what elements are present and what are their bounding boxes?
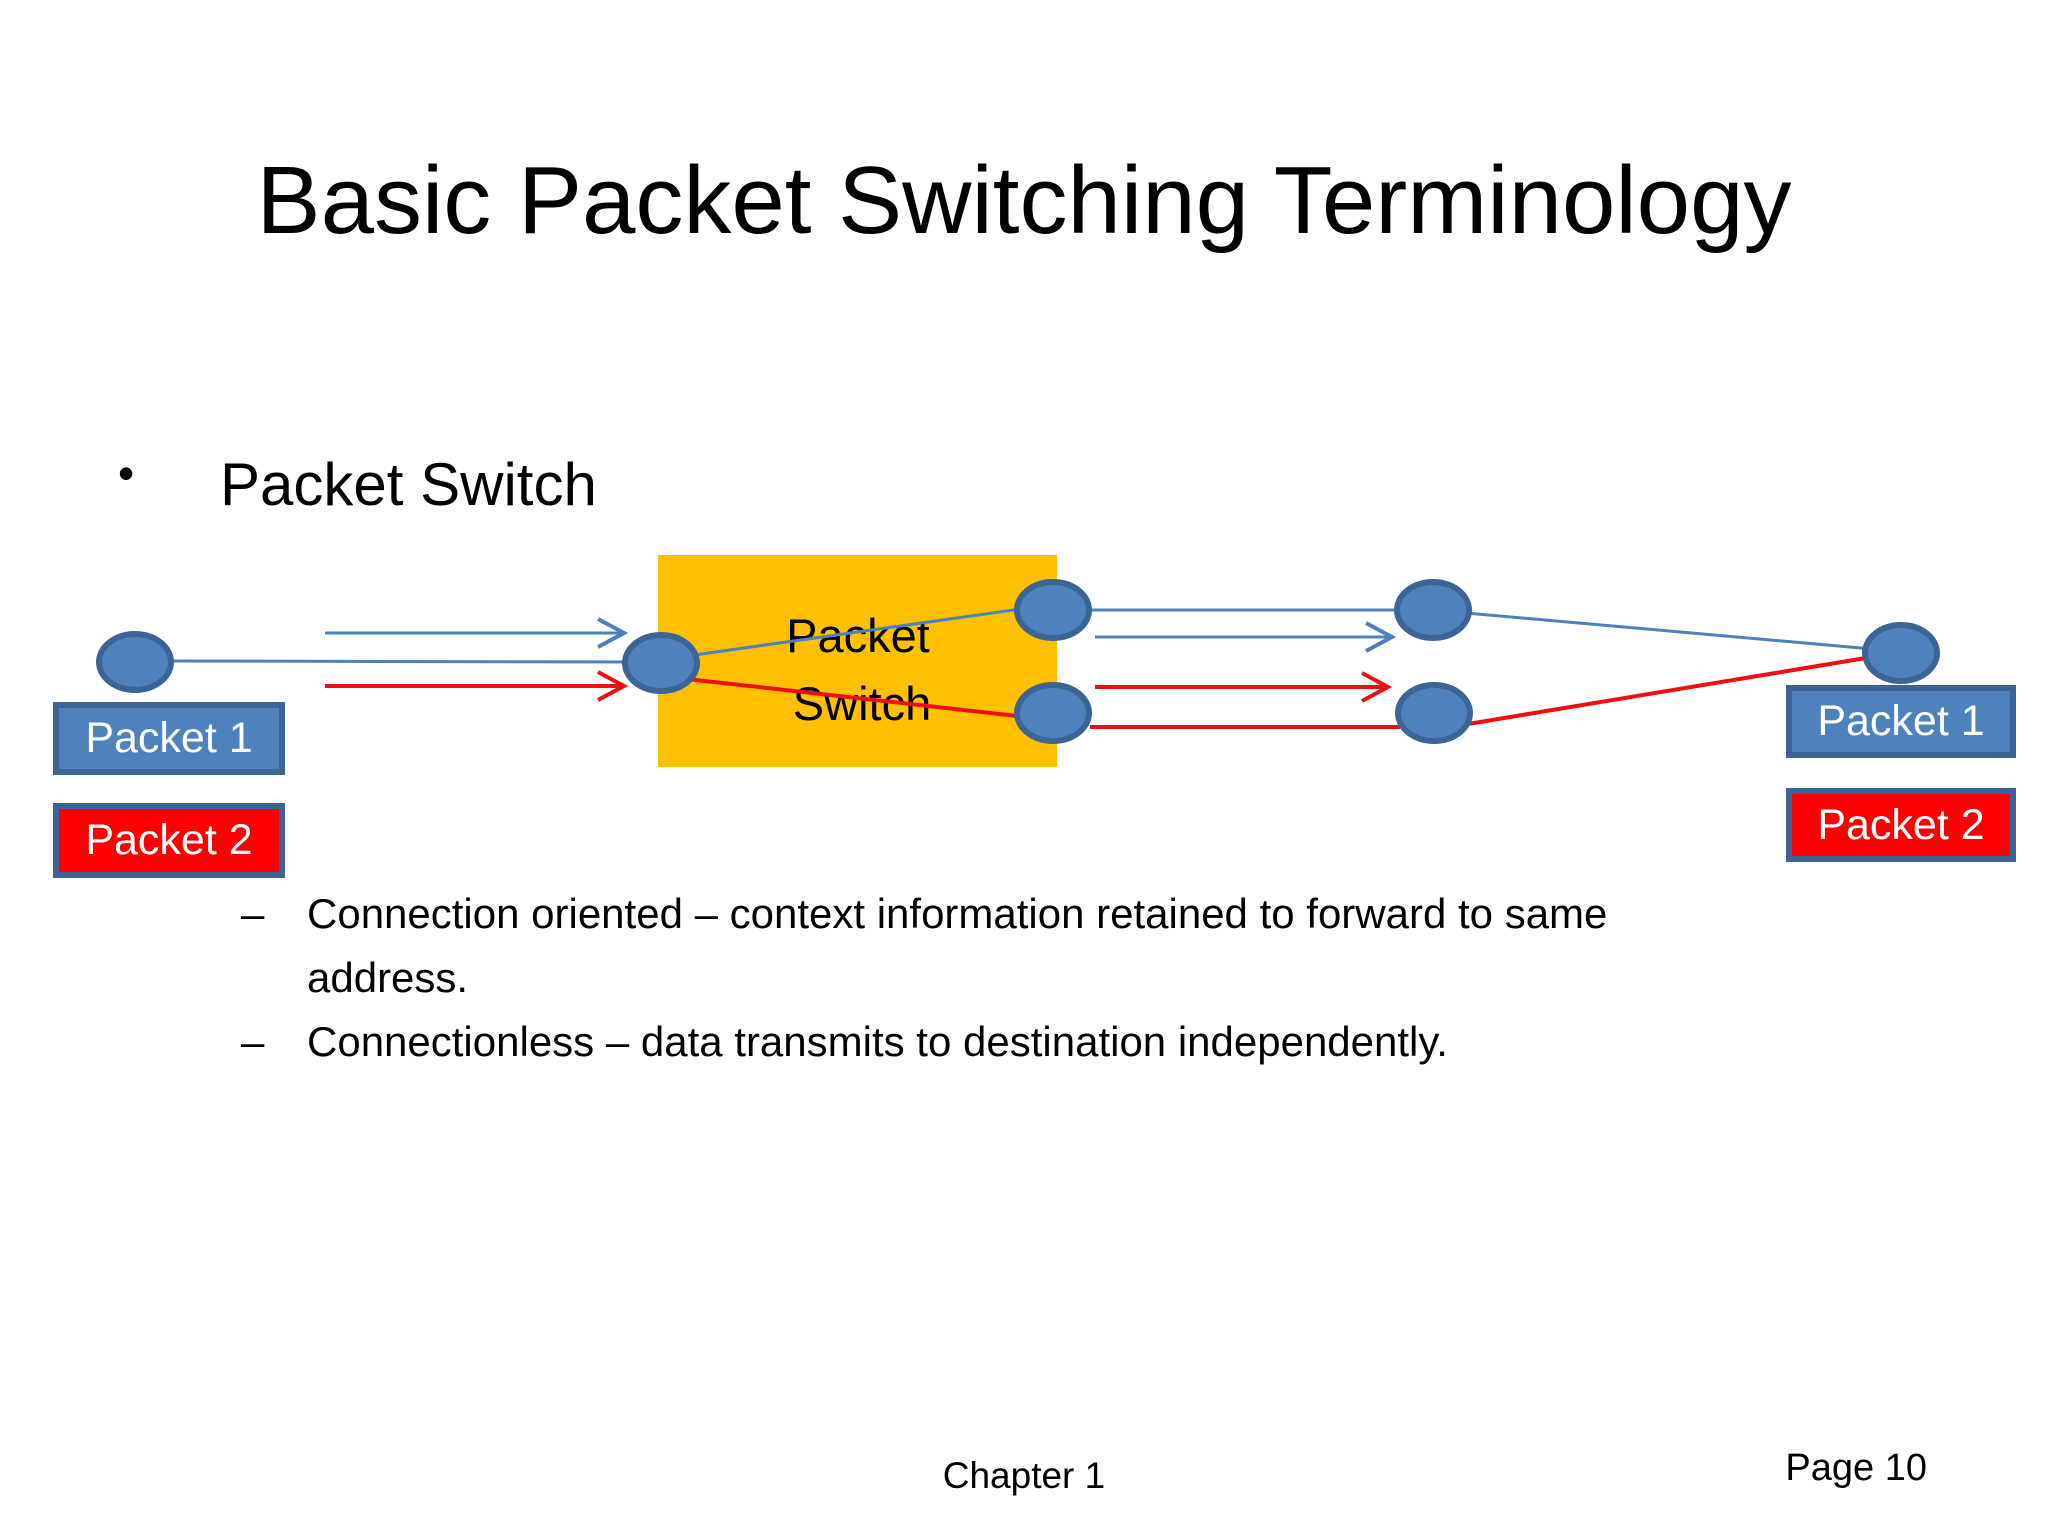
node-destination (1862, 622, 1940, 684)
footer-page-number: Page 10 (1785, 1447, 1927, 1489)
node-relay-top (1394, 579, 1472, 641)
sub-bullet-connectionless: – Connectionless – data transmits to des… (241, 1010, 1861, 1074)
sub-bullet-list: – Connection oriented – context informat… (241, 882, 1861, 1074)
node-switch-entry (622, 632, 700, 694)
packet1-box-left: Packet 1 (53, 702, 285, 775)
footer-chapter: Chapter 1 (942, 1455, 1106, 1496)
node-source (96, 631, 174, 693)
blue-link-source-to-switch (169, 659, 641, 664)
dash-marker: – (241, 1018, 265, 1065)
sub-bullet-connection-oriented: – Connection oriented – context informat… (241, 882, 1861, 1010)
blue-link-through-switch (679, 605, 1036, 659)
packet2-box-right: Packet 2 (1786, 788, 2016, 862)
blue-link-to-destination (1465, 611, 1873, 651)
node-switch-exit-bottom (1014, 682, 1092, 744)
switch-label-line1: Packet (786, 609, 930, 662)
packet1-label-right: Packet 1 (1817, 697, 1985, 745)
packet2-box-left: Packet 2 (53, 803, 285, 878)
packet2-label-left: Packet 2 (85, 816, 253, 864)
sub-bullet-text: Connection oriented – context informatio… (307, 882, 1827, 1010)
node-relay-bottom (1395, 682, 1473, 744)
sub-bullet-line: Connectionless – data transmits to desti… (307, 1018, 1448, 1065)
red-link-to-destination (1467, 655, 1873, 726)
slide-title: Basic Packet Switching Terminology (256, 147, 1792, 254)
sub-bullet-text: Connectionless – data transmits to desti… (307, 1010, 1827, 1074)
node-switch-exit-top (1014, 579, 1092, 641)
bullet-packet-switch: Packet Switch (220, 451, 597, 518)
bullet-marker: • (118, 447, 135, 499)
sub-bullet-line: address. (307, 954, 469, 1001)
red-link-through-switch (677, 676, 1036, 720)
packet-switch-box (658, 555, 1057, 767)
dash-marker: – (241, 890, 265, 937)
packet1-label-left: Packet 1 (85, 714, 253, 762)
sub-bullet-line: Connection oriented – context informatio… (307, 890, 1608, 937)
packet1-box-right: Packet 1 (1786, 685, 2016, 758)
packet2-label-right: Packet 2 (1817, 800, 1985, 849)
